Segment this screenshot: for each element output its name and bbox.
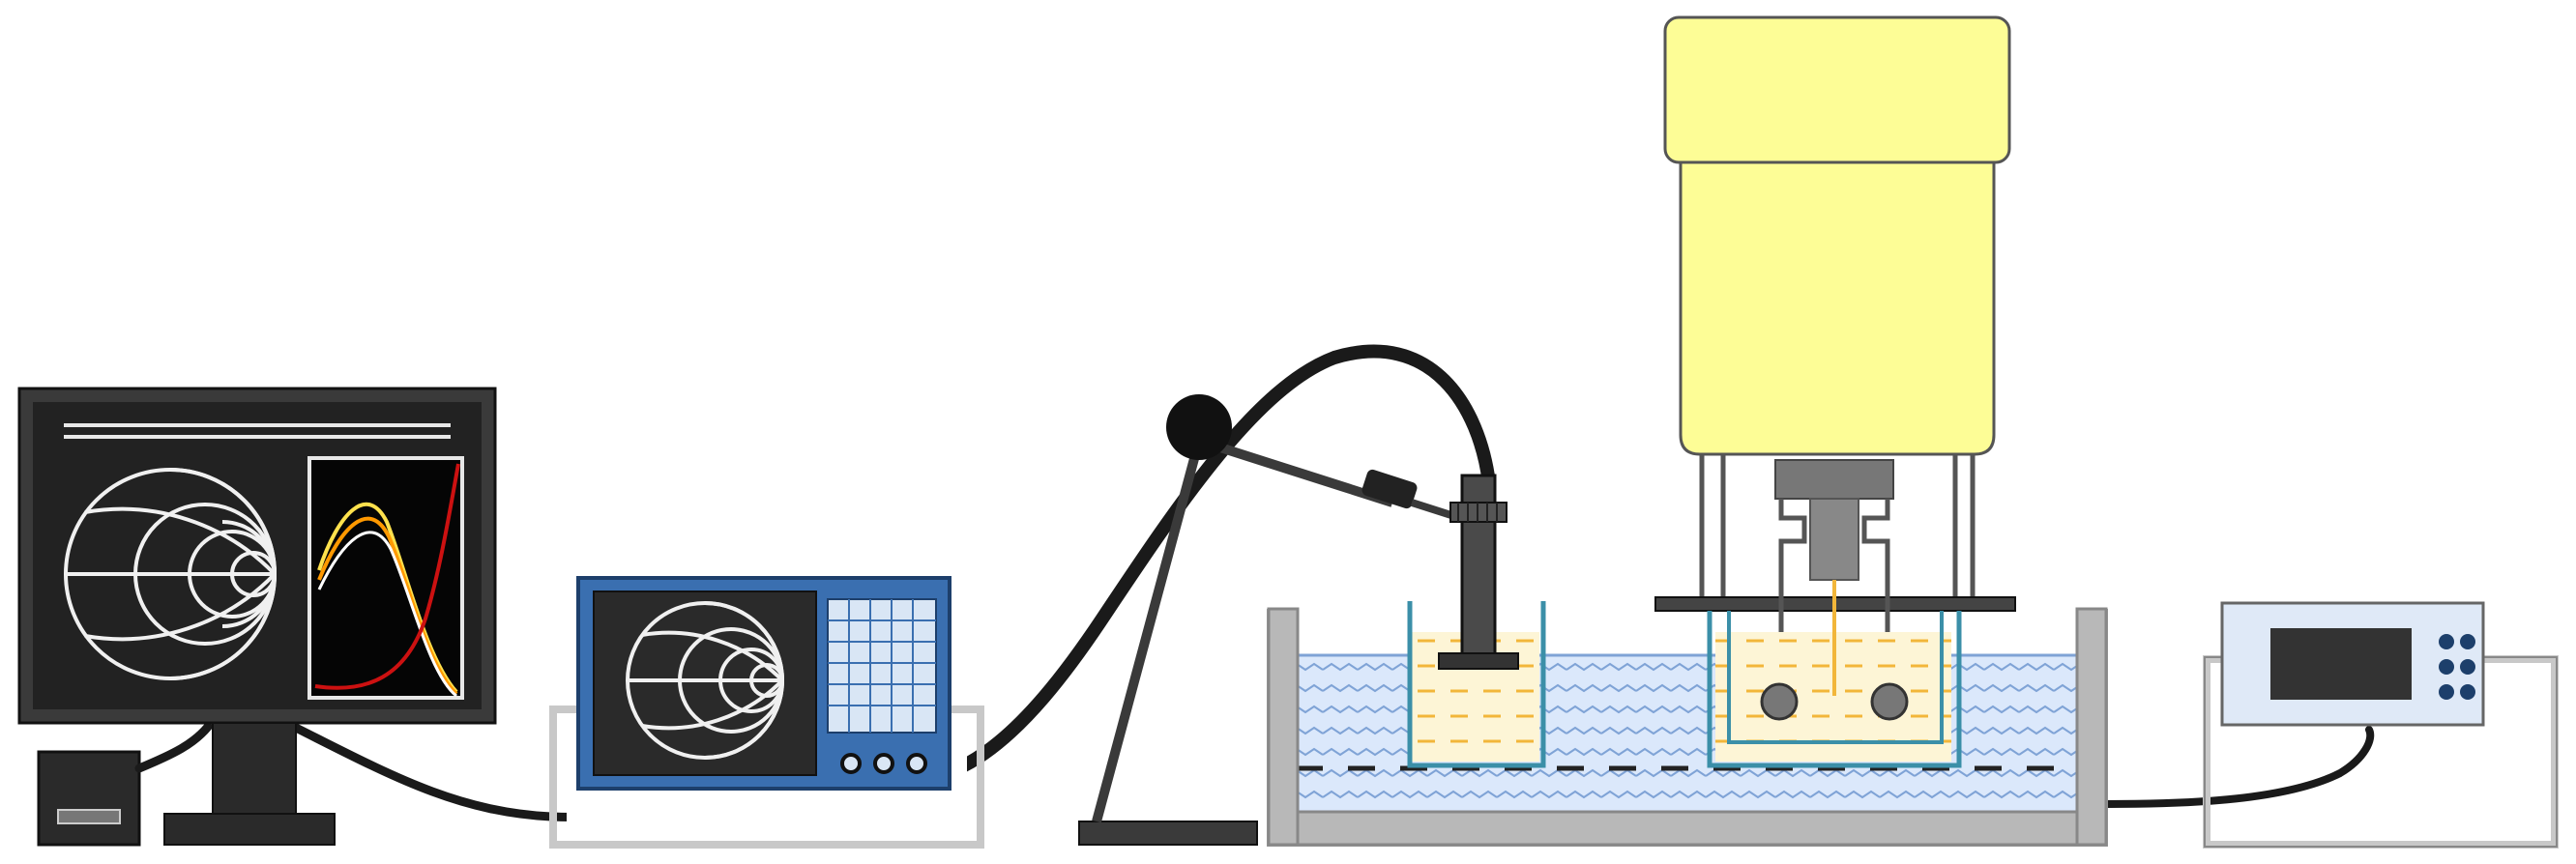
controller-icon: [2220, 601, 2485, 727]
bath-to-controller-cable: [2102, 726, 2375, 808]
vna-ports: [840, 753, 927, 774]
vna-keypad: [827, 598, 937, 734]
magnet-icon: [1654, 15, 2016, 692]
controller-buttons: [2439, 634, 2475, 700]
vna-icon: [576, 576, 951, 791]
controller-display: [2270, 628, 2412, 700]
monitor-icon: [17, 387, 497, 846]
stand-joint: [1166, 394, 1232, 460]
smith-chart-icon: [64, 468, 277, 680]
coaxial-probe-icon: [1438, 474, 1519, 670]
nmr-sample-container: [1707, 580, 1962, 768]
vna-smith-chart-icon: [626, 601, 784, 760]
computer-tower-icon: [37, 750, 141, 847]
water-bath-icon: [1267, 607, 2108, 847]
clamp-stand-icon: [1078, 394, 1462, 846]
spectrum-plot-icon: [307, 456, 464, 700]
tower-to-monitor-cable: [134, 722, 213, 773]
